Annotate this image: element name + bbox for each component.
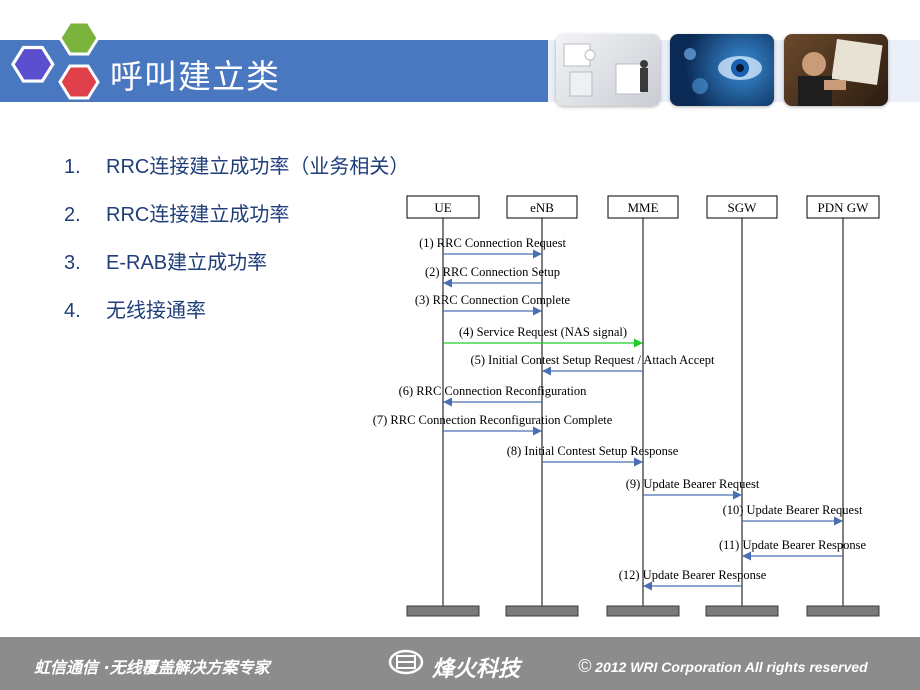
logo-hex-green <box>58 20 100 56</box>
copyright-text: 2012 WRI Corporation All rights reserved <box>591 659 868 675</box>
brand-logo-icon <box>388 649 424 675</box>
eye-photo <box>670 34 774 106</box>
message-label: (11) Update Bearer Response <box>719 538 867 552</box>
entity-label: MME <box>627 200 658 215</box>
message-label: (5) Initial Contest Setup Request / Atta… <box>470 353 715 367</box>
entity-label: UE <box>434 200 451 215</box>
entity-base-4 <box>806 605 880 617</box>
list-item: 3. E-RAB建立成功率 <box>64 246 409 294</box>
list-text: E-RAB建立成功率 <box>106 252 268 274</box>
list-number: 1. <box>64 156 81 178</box>
entity-base-3 <box>705 605 779 617</box>
entity-label: eNB <box>530 200 554 215</box>
entity-box-3 <box>706 195 778 219</box>
kpi-list: 1. RRC连接建立成功率（业务相关） 2. RRC连接建立成功率 3. E-RAB建… <box>64 150 409 342</box>
list-text: RRC连接建立成功率（业务相关） <box>106 156 410 178</box>
entity-base-0 <box>406 605 480 617</box>
entity-box-0 <box>406 195 480 219</box>
footer-copyright: © 2012 WRI Corporation All rights reserv… <box>578 656 868 677</box>
copyright-symbol: © <box>578 656 592 676</box>
list-number: 2. <box>64 204 81 226</box>
list-number: 3. <box>64 252 81 274</box>
page-title: 呼叫建立类 <box>110 57 280 96</box>
message-label: (12) Update Bearer Response <box>619 568 767 582</box>
list-text: 无线接通率 <box>106 300 206 322</box>
logo-hex-blue <box>11 45 55 83</box>
message-label: (3) RRC Connection Complete <box>415 293 571 307</box>
entity-base-2 <box>606 605 680 617</box>
brand-name: 烽火科技 <box>432 657 521 682</box>
footer-slogan: 虹信通信 ·无线覆盖解决方案专家 <box>34 658 270 677</box>
message-label: (7) RRC Connection Reconfiguration Compl… <box>373 413 613 427</box>
puzzle-photo <box>556 34 660 106</box>
message-label: (2) RRC Connection Setup <box>425 265 560 279</box>
list-item: 2. RRC连接建立成功率 <box>64 198 409 246</box>
message-label: (9) Update Bearer Request <box>626 477 760 491</box>
message-label: (6) RRC Connection Reconfiguration <box>399 384 588 398</box>
entity-label: PDN GW <box>818 200 870 215</box>
sequence-diagram: UE eNB MME SGW PDN GW (1) RRC Connection Requ… <box>373 195 880 617</box>
footer: 虹信通信 ·无线覆盖解决方案专家 烽火科技 © 2012 WRI Corpora… <box>0 637 920 690</box>
list-item: 4. 无线接通率 <box>64 294 409 342</box>
entity-base-1 <box>505 605 579 617</box>
reading-photo <box>784 34 888 106</box>
entity-box-1 <box>506 195 578 219</box>
entity-label: SGW <box>728 200 758 215</box>
list-item: 1. RRC连接建立成功率（业务相关） <box>64 150 409 198</box>
footer-brand: 烽火科技 <box>388 649 520 682</box>
entity-box-4 <box>806 195 880 219</box>
logo-hex-red <box>58 64 100 100</box>
list-number: 4. <box>64 300 81 322</box>
message-label: (10) Update Bearer Request <box>723 503 863 517</box>
hexagon-logo <box>11 20 100 100</box>
entity-box-2 <box>607 195 679 219</box>
list-text: RRC连接建立成功率 <box>106 204 290 226</box>
message-label: (8) Initial Contest Setup Response <box>507 444 679 458</box>
message-label: (1) RRC Connection Request <box>419 236 566 250</box>
message-label: (4) Service Request (NAS signal) <box>459 325 627 339</box>
